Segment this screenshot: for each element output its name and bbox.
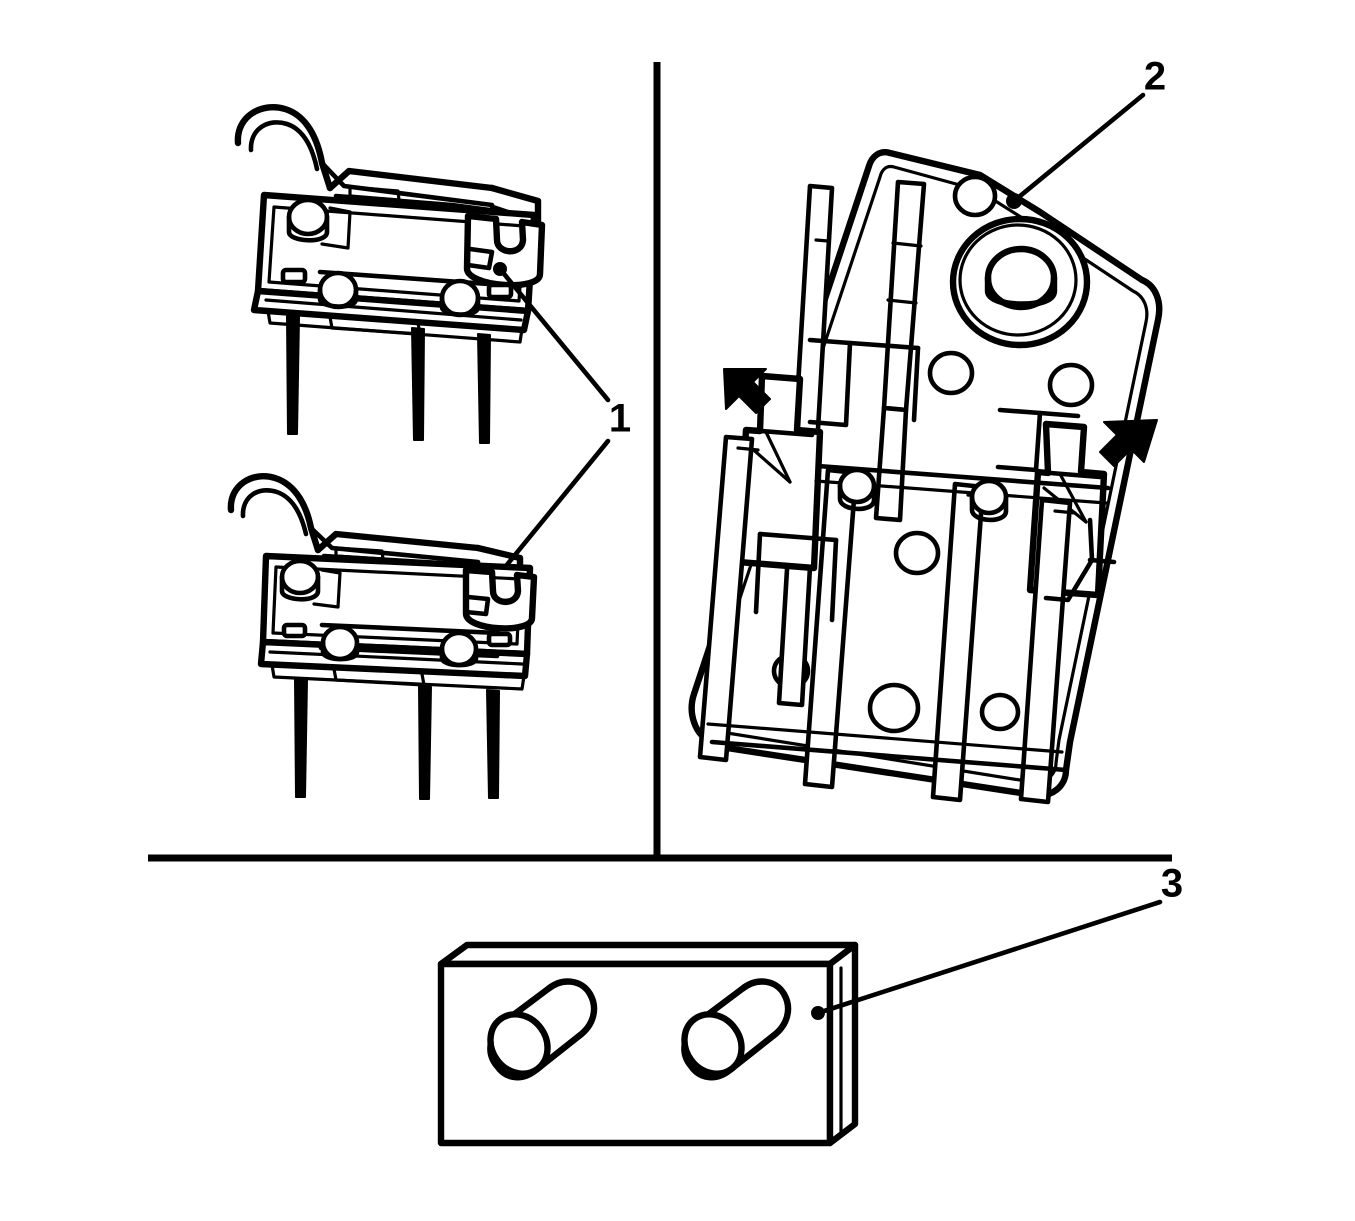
assembly-arrow-left bbox=[723, 368, 771, 414]
callout-label-2: 2 bbox=[1144, 55, 1166, 99]
bracket-lower-ledges bbox=[753, 517, 1117, 623]
central-boss bbox=[949, 215, 1091, 349]
rivet-boss-upper-left bbox=[286, 197, 352, 250]
microswitch-upper bbox=[234, 104, 546, 444]
panel-dividers bbox=[148, 62, 1172, 862]
connector-cavity-2 bbox=[681, 978, 792, 1081]
leader-line-2 bbox=[1011, 92, 1146, 204]
connector-cavity-1 bbox=[487, 978, 598, 1081]
contact-strip-lower bbox=[281, 622, 513, 668]
leader-line-1a bbox=[497, 266, 611, 403]
callout-label-1: 1 bbox=[609, 397, 631, 441]
actuator-lever-hook-lower bbox=[227, 473, 524, 582]
bracket-cross-member bbox=[814, 463, 1111, 523]
microswitch-lower bbox=[227, 473, 538, 800]
bracket-bottom-lip bbox=[706, 722, 1069, 773]
leader-line-1b bbox=[503, 438, 611, 569]
base-rim-lower bbox=[270, 663, 526, 691]
leader-dot-2 bbox=[1006, 193, 1022, 209]
assembly-arrow-right bbox=[1099, 419, 1158, 467]
contact-strip-upper bbox=[280, 267, 514, 318]
leader-line-3 bbox=[815, 899, 1163, 1016]
leader-dot-1a bbox=[493, 262, 507, 276]
connector-block bbox=[437, 941, 859, 1147]
bracket-upper-ledges bbox=[807, 337, 1081, 473]
switch-slot-left bbox=[734, 372, 824, 572]
retention-tab-lower bbox=[462, 566, 538, 632]
callout-leaders bbox=[493, 92, 1163, 1020]
callout-label-3: 3 bbox=[1161, 862, 1183, 906]
actuator-lever-hook-upper bbox=[234, 104, 542, 227]
bracket-center-web bbox=[873, 179, 927, 523]
switch-mounting-bracket bbox=[688, 149, 1163, 805]
terminals-lower bbox=[294, 678, 500, 800]
retention-tab-upper bbox=[463, 212, 546, 289]
bracket-holes bbox=[771, 174, 1095, 734]
leader-dot-3 bbox=[811, 1006, 825, 1020]
callout-labels: 1 2 3 bbox=[609, 55, 1183, 906]
base-rim-upper bbox=[266, 309, 524, 344]
rivet-boss-lower-left bbox=[279, 558, 342, 609]
terminals-upper bbox=[286, 315, 491, 444]
